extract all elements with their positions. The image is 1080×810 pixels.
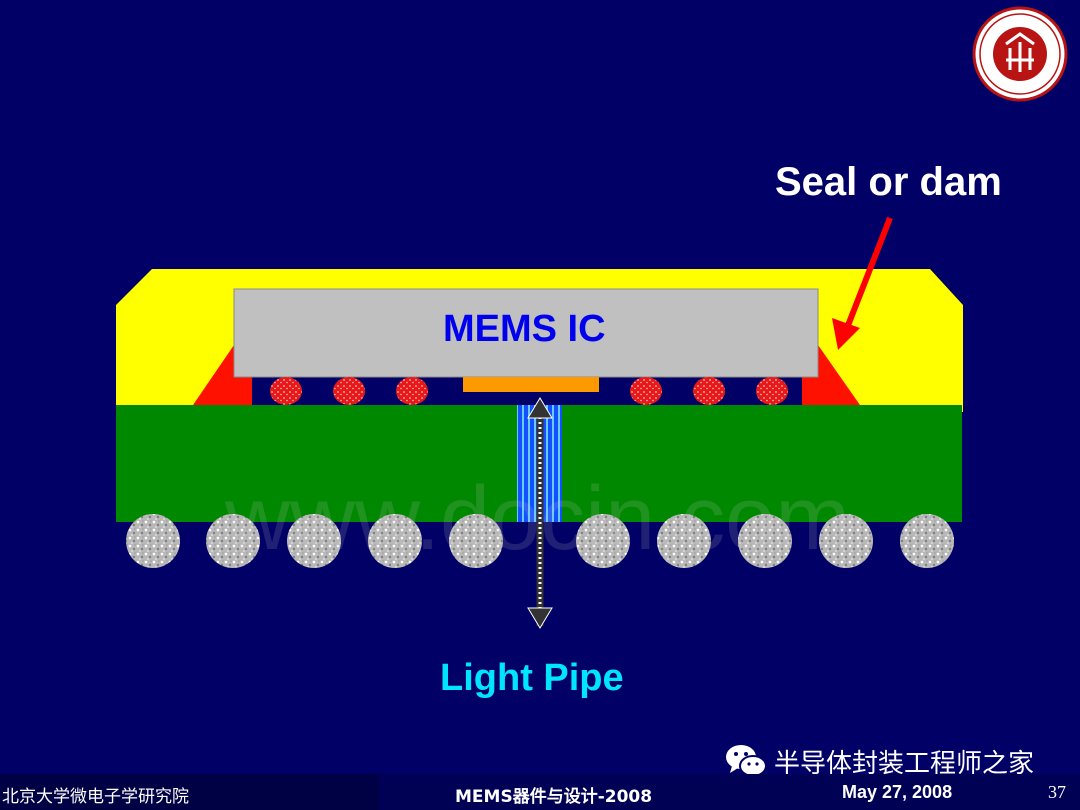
seal-or-dam-label: Seal or dam (775, 160, 1002, 204)
light-pipe-label: Light Pipe (440, 657, 624, 699)
solder-ball (819, 514, 873, 568)
mems-ic-label: MEMS IC (443, 308, 606, 350)
wechat-account-name: 半导体封装工程师之家 (774, 748, 1035, 779)
wechat-account: 半导体封装工程师之家 (724, 742, 1034, 780)
footer-left-band (0, 774, 378, 810)
mems-ic-chip (233, 288, 819, 378)
solder-bump (270, 377, 302, 405)
solder-balls (126, 514, 954, 568)
solder-bump (630, 377, 662, 405)
solder-ball (449, 514, 503, 568)
optical-pad (463, 377, 599, 392)
solder-ball (368, 514, 422, 568)
footer-course: MEMS器件与设计-2008 (455, 787, 653, 807)
solder-ball (576, 514, 630, 568)
watermark: www.docin.com (225, 469, 851, 569)
solder-ball (126, 514, 180, 568)
university-logo (972, 6, 1068, 102)
footer-institute: 北京大学微电子学研究院 (2, 787, 189, 807)
solder-ball (287, 514, 341, 568)
light-path-arrow (527, 397, 553, 629)
seal-pointer-arrow (832, 216, 893, 350)
solder-bumps (270, 377, 788, 405)
solder-bump (693, 377, 725, 405)
solder-ball (206, 514, 260, 568)
solder-ball (738, 514, 792, 568)
solder-bump (333, 377, 365, 405)
solder-ball (657, 514, 711, 568)
solder-bump (756, 377, 788, 405)
footer-bar: 北京大学微电子学研究院 MEMS器件与设计-2008 May 27, 2008 … (0, 774, 1080, 810)
footer-page-number: 37 (1048, 782, 1066, 802)
solder-ball (900, 514, 954, 568)
solder-bump (396, 377, 428, 405)
footer-date: May 27, 2008 (842, 782, 953, 802)
